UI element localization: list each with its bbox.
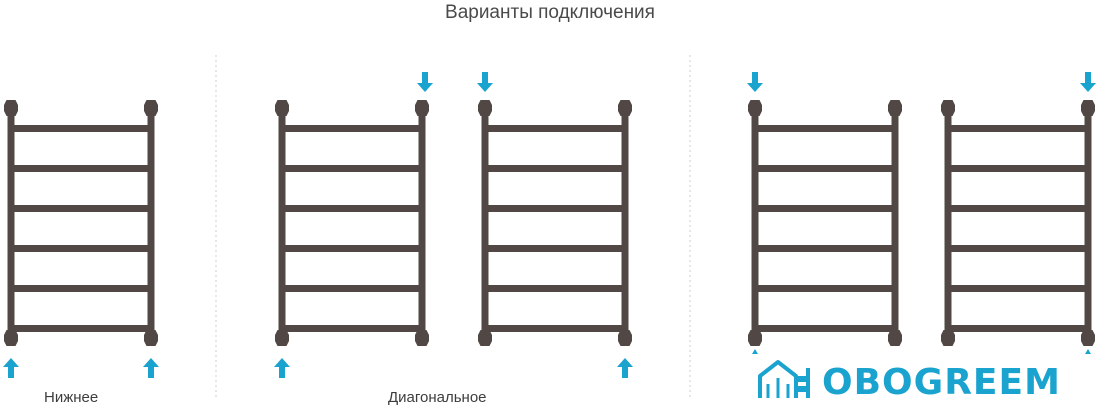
towel-rail-side-right — [941, 72, 1096, 354]
inlet-arrow-icon — [477, 72, 493, 92]
logo-text: OBOGREEM — [822, 362, 1061, 403]
inlet-arrow-icon — [3, 358, 19, 378]
towel-rail-bottom-connection — [3, 100, 159, 378]
towel-rail-diagonal-a — [274, 72, 433, 378]
caption-diagonal: Диагональное — [388, 389, 487, 406]
logo-house-icon — [758, 360, 810, 398]
caption-bottom: Нижнее — [44, 389, 99, 406]
page-title: Варианты подключения — [445, 2, 655, 23]
inlet-arrow-icon — [143, 358, 159, 378]
towel-rail-side-left — [747, 72, 902, 354]
outlet-arrow-icon — [752, 349, 758, 354]
outlet-arrow-icon — [1085, 349, 1091, 354]
inlet-arrow-icon — [1080, 72, 1096, 92]
inlet-arrow-icon — [274, 358, 290, 378]
inlet-arrow-icon — [617, 358, 633, 378]
inlet-arrow-icon — [747, 72, 763, 92]
inlet-arrow-icon — [417, 72, 433, 92]
towel-rail-diagonal-b — [477, 72, 633, 378]
